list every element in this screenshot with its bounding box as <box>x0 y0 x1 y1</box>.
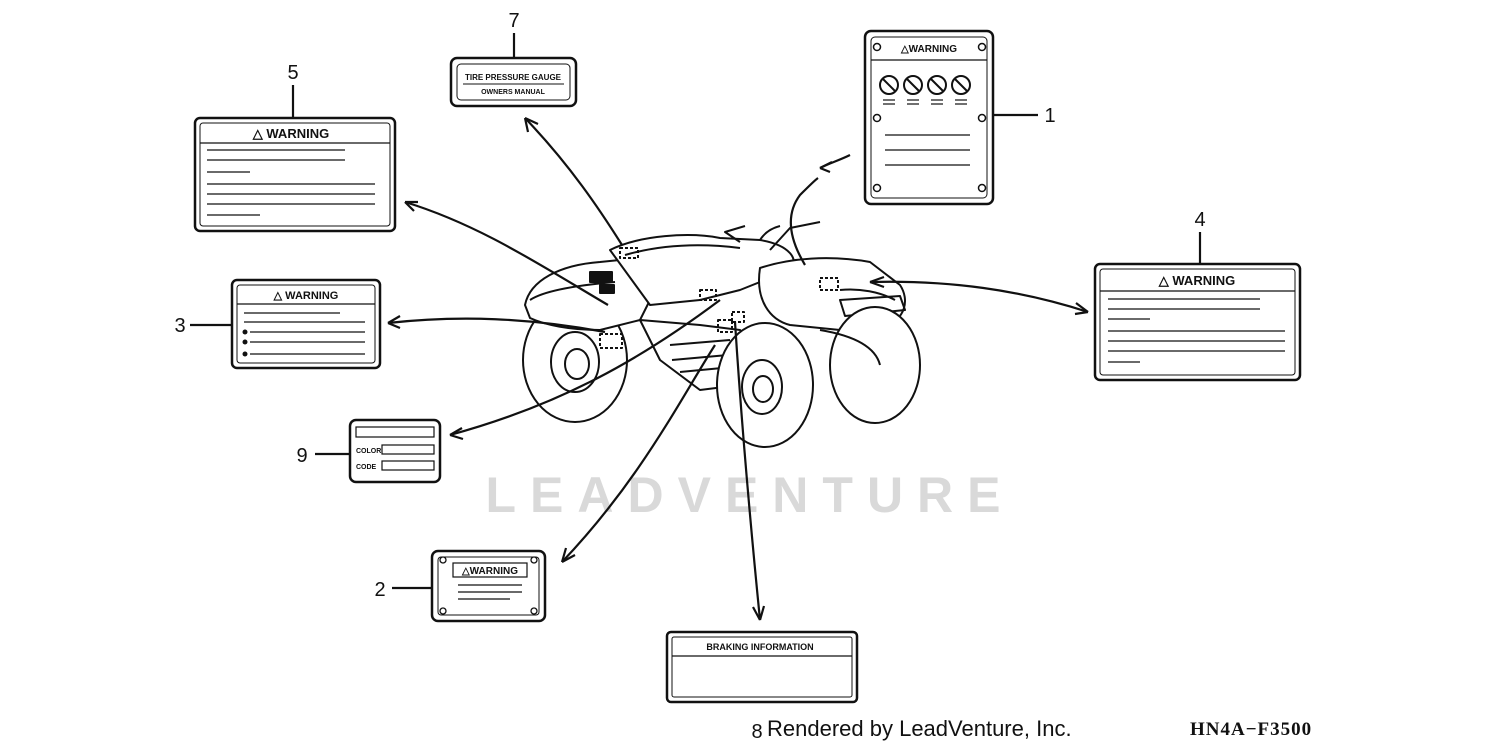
callout-2: 2 <box>374 579 385 601</box>
label-2-warning-decal[interactable]: △WARNING 2 <box>374 549 547 623</box>
label-9-color-code-decal[interactable]: COLOR CODE 9 <box>296 418 442 484</box>
callout-1: 1 <box>1044 105 1055 127</box>
diagram-code: HN4A−F3500 <box>1190 719 1313 740</box>
label-4-heading: △ WARNING <box>1158 273 1235 288</box>
callout-9: 9 <box>296 445 307 467</box>
label-8-braking-info-decal[interactable]: BRAKING INFORMATION 8 <box>665 630 859 743</box>
label-9-field1: COLOR <box>356 448 381 455</box>
watermark: LEADVENTURE <box>485 467 1014 523</box>
callout-5: 5 <box>287 62 298 84</box>
label-1-warning-decal[interactable]: △WARNING 1 <box>863 29 1056 206</box>
rendered-by-credit: Rendered by LeadVenture, Inc. <box>767 716 1072 741</box>
label-8-heading: BRAKING INFORMATION <box>706 642 813 652</box>
label-1-heading: △WARNING <box>900 44 957 55</box>
atv-illustration <box>522 221 921 448</box>
leader-lines <box>190 33 1202 621</box>
callout-7: 7 <box>508 10 519 32</box>
label-9-field2: CODE <box>356 464 377 471</box>
label-7-tire-pressure-decal[interactable]: TIRE PRESSURE GAUGE OWNERS MANUAL 7 <box>449 10 578 108</box>
label-7-line2: OWNERS MANUAL <box>481 89 545 96</box>
label-5-warning-decal[interactable]: △ WARNING 5 <box>193 62 397 233</box>
label-3-warning-decal[interactable]: △ WARNING 3 <box>174 278 382 370</box>
label-5-heading: △ WARNING <box>252 126 329 141</box>
callout-8: 8 <box>751 721 762 743</box>
callout-4: 4 <box>1194 209 1205 231</box>
label-3-heading: △ WARNING <box>273 290 339 302</box>
label-2-heading: △WARNING <box>461 566 518 577</box>
callout-3: 3 <box>174 315 185 337</box>
label-4-warning-decal[interactable]: △ WARNING 4 <box>1093 209 1302 382</box>
prohibition-icons <box>879 75 971 95</box>
label-7-line1: TIRE PRESSURE GAUGE <box>465 73 562 82</box>
